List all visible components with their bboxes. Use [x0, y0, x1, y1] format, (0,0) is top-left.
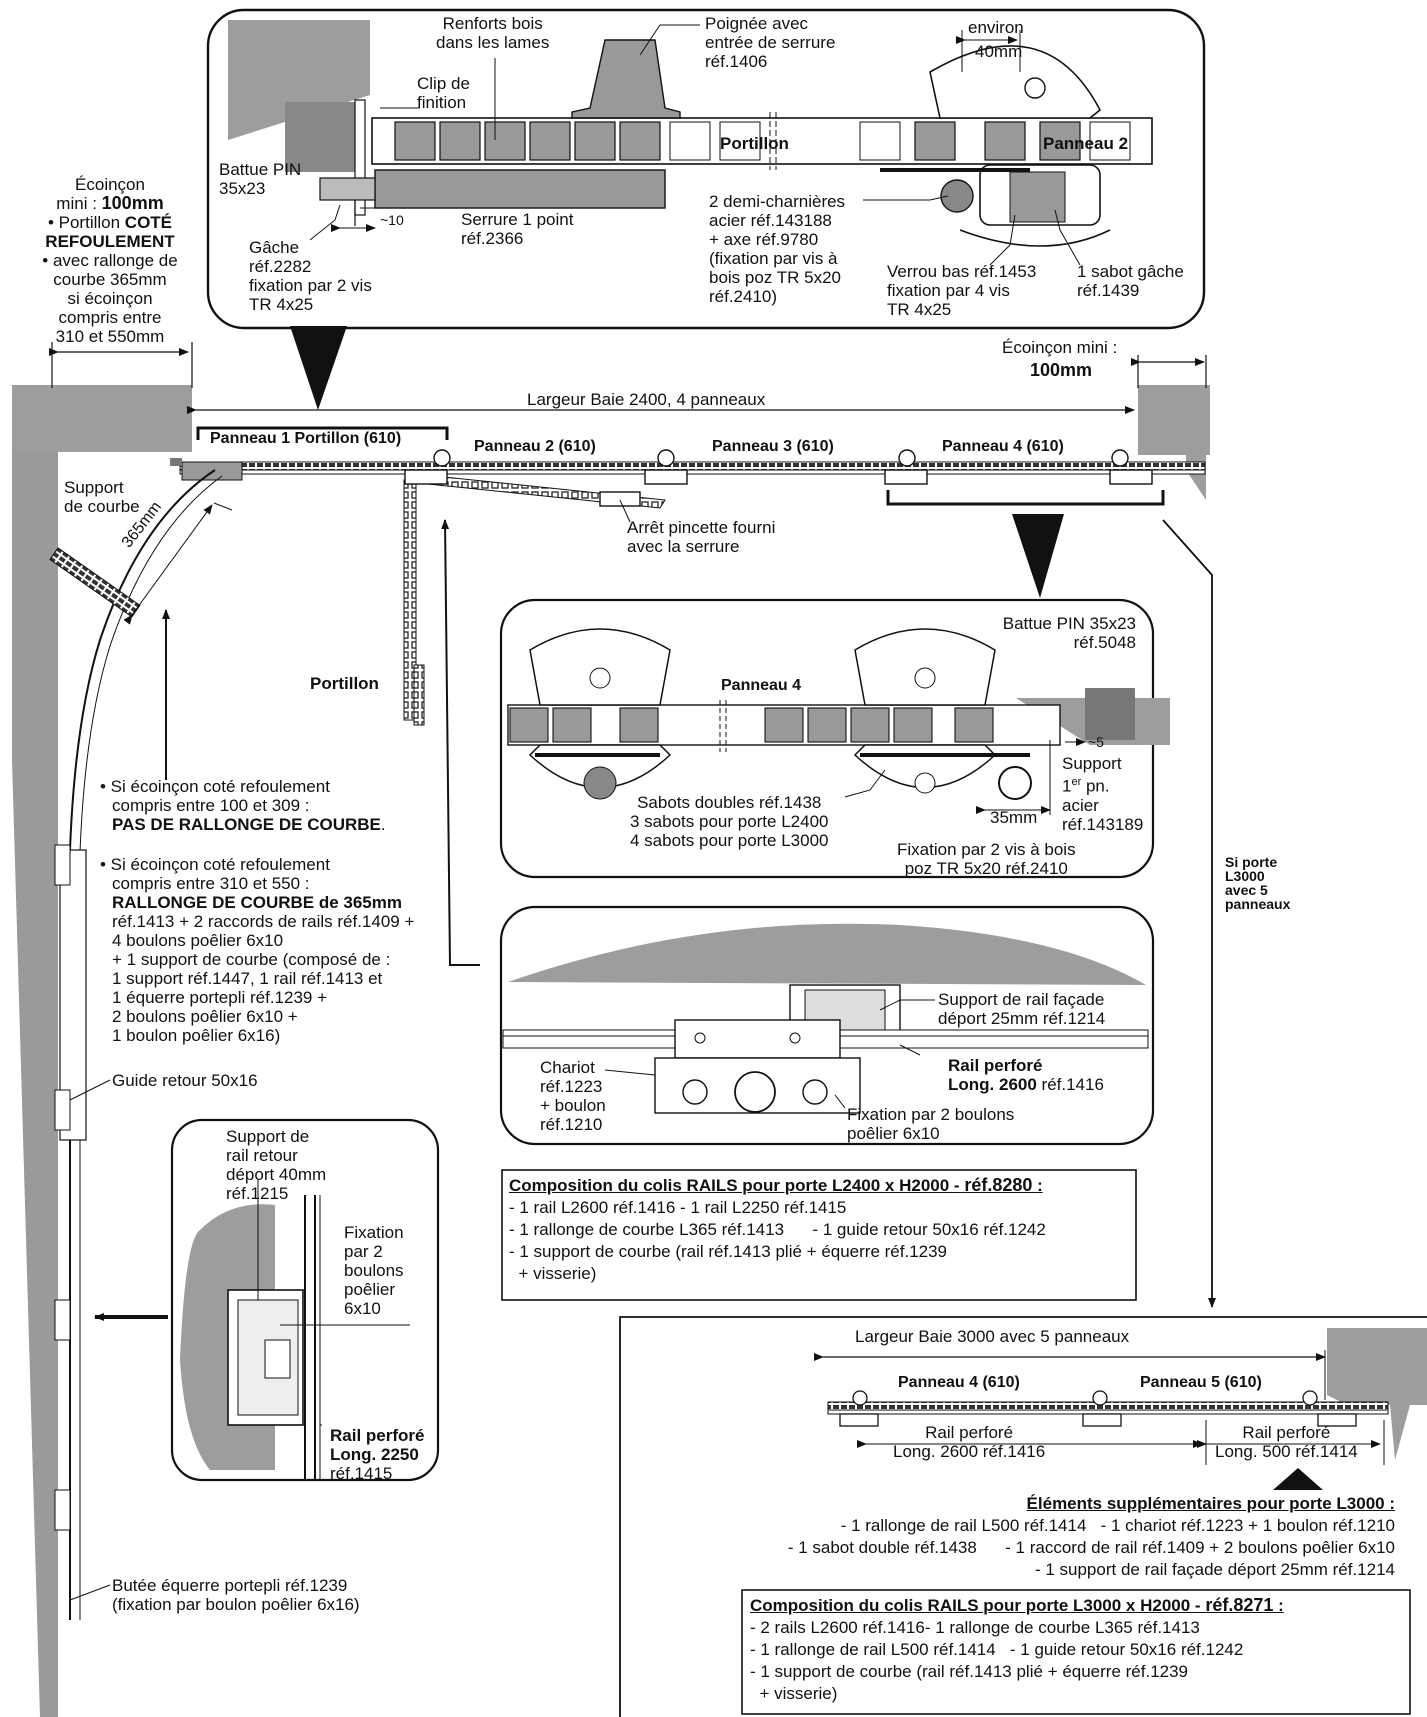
right-ecoincon-dimension: [1131, 355, 1207, 388]
left-ecoincon-dimension: [49, 342, 193, 388]
right-ecoincon-label: Écoinçon mini :: [1002, 338, 1118, 357]
chariot-callout: [499, 905, 1155, 1146]
largeur-2400-label: Largeur Baie 2400, 4 panneaux: [527, 390, 766, 409]
panneau2-label: Panneau 2 (610): [474, 438, 596, 455]
main-track: [49, 426, 1206, 1620]
top-callout: [206, 8, 1206, 410]
retour-callout: [170, 1118, 440, 1482]
panneau3-label: Panneau 3 (610): [712, 438, 834, 455]
l3000-supplementaires: Éléments supplémentaires pour porte L300…: [787, 1494, 1395, 1579]
largeur-3000-label: Largeur Baie 3000 avec 5 panneaux: [855, 1327, 1130, 1346]
panneau1-label: Panneau 1 Portillon (610): [210, 430, 402, 447]
guide-retour-label: Guide retour 50x16: [112, 1071, 258, 1090]
left-ecoincon-notes: Écoinçon mini : 100mm • Portillon COTÉ R…: [42, 175, 178, 346]
panneau4-label: Panneau 4 (610): [942, 438, 1064, 455]
colis-2400-text: Composition du colis RAILS pour porte L2…: [509, 1175, 1046, 1284]
mid-callout: [499, 598, 1170, 879]
note-rallonge-365: • Si écoinçon coté refoulement compris e…: [100, 855, 415, 1045]
mid-panneau4-label: Panneau 4: [721, 677, 802, 694]
colis-2400-box: [501, 1169, 1137, 1301]
environ-label: environ: [968, 18, 1024, 37]
rail-2600-label: Rail perforé Long. 2600 réf.1416: [948, 1056, 1104, 1094]
l3000-panneau5-label: Panneau 5 (610): [1140, 1374, 1262, 1391]
top-portillon-label: Portillon: [720, 134, 789, 153]
l3000-panel: [619, 1316, 1427, 1717]
colis-3000-text: Composition du colis RAILS pour porte L3…: [750, 1595, 1284, 1704]
butee-label: Butée équerre portepli réf.1239(fixation…: [112, 1576, 360, 1614]
l3000-flow-line: [1162, 519, 1216, 1308]
environ-dim-label: 40mm: [975, 42, 1023, 61]
left-wall: [12, 385, 192, 1717]
main-portillon-label: Portillon: [310, 674, 379, 693]
note-pas-rallonge: • Si écoinçon coté refoulement compris e…: [100, 777, 386, 834]
l3000-panneau4-label: Panneau 4 (610): [898, 1374, 1020, 1391]
dim5-label: ~5: [1088, 734, 1104, 750]
dim35-label: 35mm: [990, 808, 1038, 827]
dim10-label: ~10: [380, 212, 404, 228]
rail-2250-label: Rail perforé Long. 2250 réf.1415: [330, 1426, 425, 1483]
right-ecoincon-value: 100mm: [1030, 360, 1093, 380]
top-panneau2-label: Panneau 2: [1043, 134, 1129, 153]
